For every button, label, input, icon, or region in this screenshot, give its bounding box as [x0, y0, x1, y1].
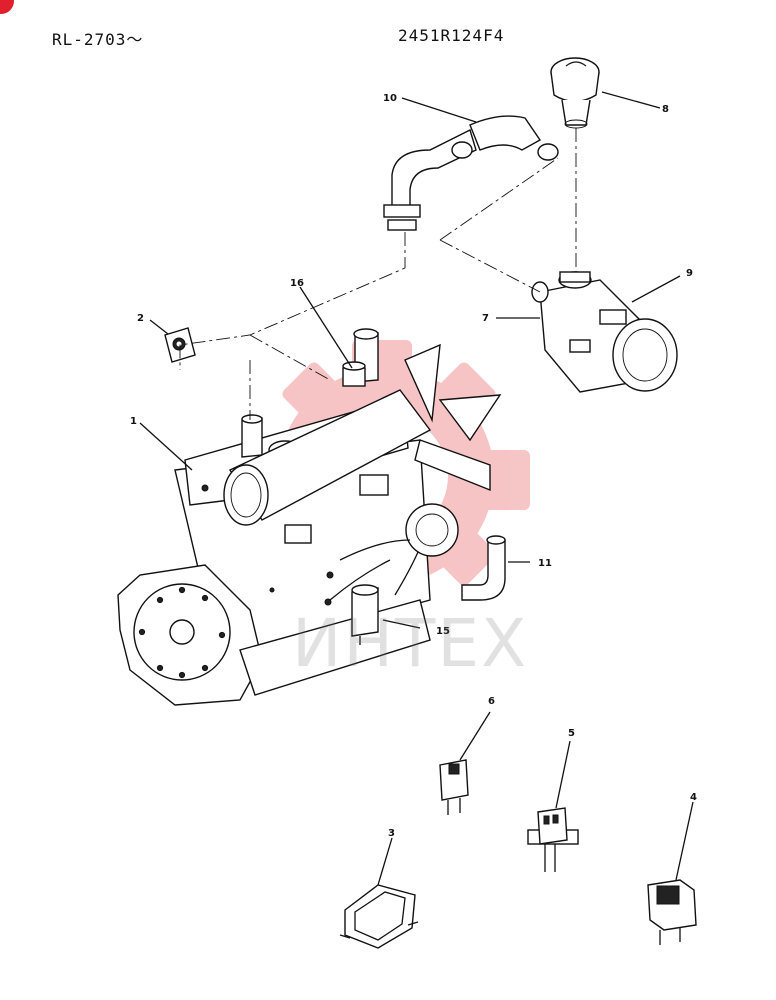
callout-5: 5	[568, 728, 575, 739]
callout-2: 2	[137, 313, 144, 324]
sensor-part-6	[439, 759, 469, 815]
callout-9: 9	[686, 268, 693, 279]
precleaner-cap-part	[550, 57, 600, 129]
model-range-label: RL-2703〜	[52, 30, 144, 49]
oil-filter-part	[351, 584, 379, 645]
callout-11: 11	[538, 558, 552, 569]
connector-part-5	[527, 807, 579, 872]
callout-1: 1	[130, 416, 137, 427]
sensor-part-16	[342, 361, 366, 387]
watermark-text: ИНТЕХ	[292, 605, 529, 682]
relay-part-4	[647, 879, 697, 945]
callout-4: 4	[690, 792, 697, 803]
callout-6: 6	[488, 696, 495, 707]
air-cleaner-part	[531, 271, 678, 393]
callout-8: 8	[662, 104, 669, 115]
callouts: 10 8 9 7 2 16 1 11 15 6 5 4 3	[130, 93, 697, 839]
callout-3: 3	[388, 828, 395, 839]
intake-duct-part	[383, 115, 559, 231]
callout-7: 7	[482, 313, 489, 324]
leader-lines	[139, 91, 694, 886]
callout-15: 15	[436, 626, 450, 637]
diagram-code-label: 2451R124F4	[398, 26, 505, 45]
hose-part-11	[461, 535, 506, 601]
callout-16: 16	[290, 278, 304, 289]
callout-10: 10	[383, 93, 397, 104]
regulator-part-3	[339, 884, 419, 949]
